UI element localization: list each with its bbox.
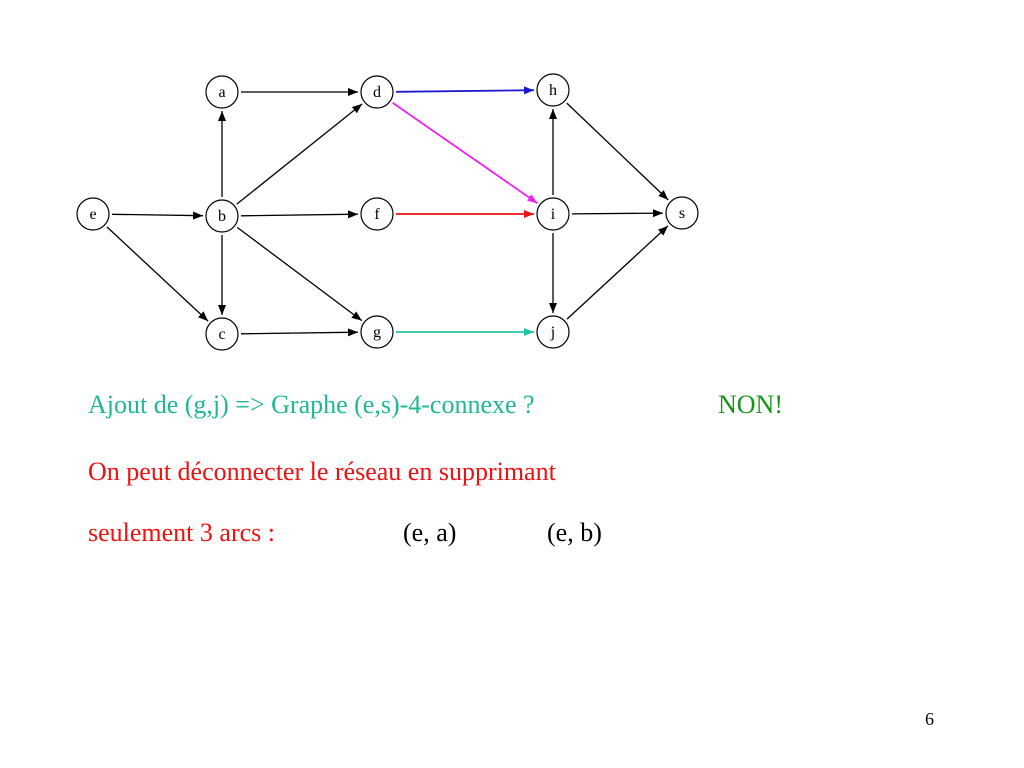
node-label-f: f xyxy=(374,206,380,223)
node-circle-g xyxy=(360,315,394,349)
edge-j-s xyxy=(566,225,669,320)
node-label-g: g xyxy=(373,324,381,341)
node-label-s: s xyxy=(679,205,685,222)
node-circle-h xyxy=(536,73,570,107)
node-d: d xyxy=(360,75,394,109)
node-c: c xyxy=(205,317,239,351)
node-label-e: e xyxy=(89,206,96,223)
page-number: 6 xyxy=(925,709,934,729)
node-circle-e xyxy=(76,197,110,231)
answer-text: NON! xyxy=(718,390,783,419)
explanation-line-1: On peut déconnecter le réseau en supprim… xyxy=(88,457,556,486)
edge-h-s xyxy=(566,102,669,201)
node-label-i: i xyxy=(551,206,556,223)
node-circle-d xyxy=(360,75,394,109)
node-label-h: h xyxy=(549,82,557,99)
node-circle-b xyxy=(205,199,239,233)
removed-arc-1: (e, a) xyxy=(403,518,457,547)
node-circle-c xyxy=(205,317,239,351)
edge-e-c xyxy=(106,226,209,322)
node-label-d: d xyxy=(373,84,381,101)
graph-diagram: a d h e b f i s c g j xyxy=(76,73,699,351)
node-b: b xyxy=(205,199,239,233)
edge-d-i xyxy=(392,102,538,204)
node-g: g xyxy=(360,315,394,349)
edge-b-f xyxy=(240,210,359,219)
edge-c-g xyxy=(240,328,359,337)
node-label-a: a xyxy=(218,84,225,101)
node-circle-f xyxy=(360,197,394,231)
node-a: a xyxy=(205,75,239,109)
removed-arc-2: (e, b) xyxy=(547,518,602,547)
node-label-j: j xyxy=(550,324,555,341)
explanation-line-2: seulement 3 arcs : xyxy=(88,518,275,547)
node-j: j xyxy=(536,315,570,349)
node-circle-s xyxy=(665,196,699,230)
node-circle-i xyxy=(536,197,570,231)
edge-i-s xyxy=(571,209,664,218)
node-f: f xyxy=(360,197,394,231)
edge-d-h xyxy=(395,86,535,95)
node-i: i xyxy=(536,197,570,231)
question-text: Ajout de (g,j) => Graphe (e,s)-4-connexe… xyxy=(88,390,535,419)
node-e: e xyxy=(76,197,110,231)
node-circle-j xyxy=(536,315,570,349)
node-s: s xyxy=(665,196,699,230)
node-label-b: b xyxy=(218,208,226,225)
edge-b-d xyxy=(236,103,363,205)
edge-e-b xyxy=(111,211,204,220)
node-label-c: c xyxy=(218,326,225,343)
edge-b-g xyxy=(236,226,363,322)
node-circle-a xyxy=(205,75,239,109)
node-h: h xyxy=(536,73,570,107)
